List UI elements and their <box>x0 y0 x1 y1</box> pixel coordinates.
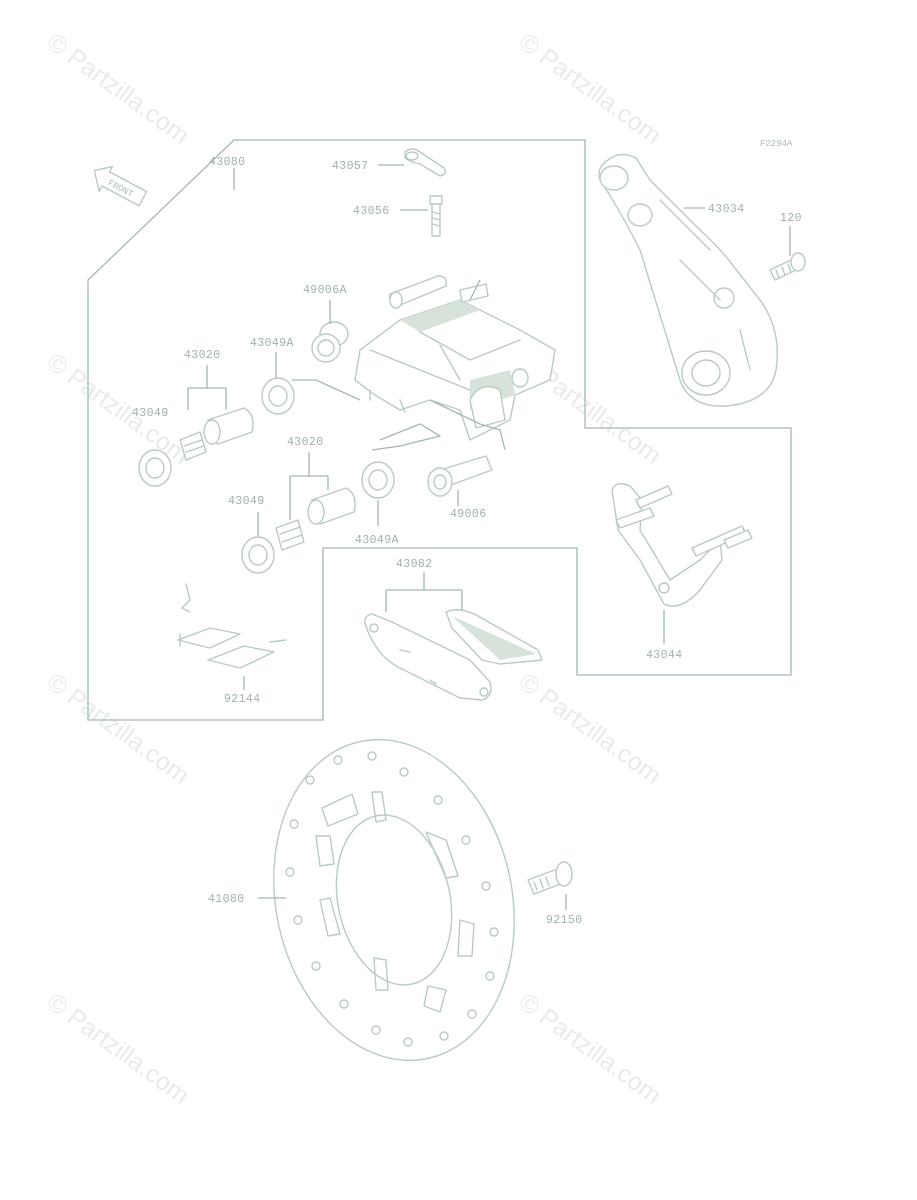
callout-120: 120 <box>780 212 802 225</box>
pad-holder <box>611 483 753 607</box>
callout-43080: 43080 <box>209 156 246 169</box>
callout-43056: 43056 <box>353 205 390 218</box>
seal-43049-lower <box>241 536 275 574</box>
callout-43057: 43057 <box>332 160 369 173</box>
piston-insert-lower <box>275 519 305 551</box>
callout-43082: 43082 <box>396 558 433 571</box>
piston-43020-lower <box>307 487 356 525</box>
bolt-120 <box>769 252 806 281</box>
callout-92144: 92144 <box>224 693 261 706</box>
spring-plate <box>177 583 287 669</box>
pad-set <box>364 609 543 701</box>
figure-code: F2294A <box>760 139 793 149</box>
boot-49006a <box>311 321 349 363</box>
boot-49006 <box>427 455 493 497</box>
callout-43049a-lower: 43049A <box>355 534 399 547</box>
piston-43020-upper <box>203 407 254 445</box>
callout-41080: 41080 <box>208 893 245 906</box>
callout-43044: 43044 <box>646 649 683 662</box>
assembly-outline <box>87 139 792 721</box>
caliper-body <box>354 275 556 441</box>
leader-lines <box>187 164 791 910</box>
callout-49006: 49006 <box>450 508 487 521</box>
brake-disc <box>273 738 515 1062</box>
callout-43034: 43034 <box>708 203 745 216</box>
bleed-cap <box>404 148 447 177</box>
seal-43049-left <box>138 449 172 487</box>
callout-43020-upper: 43020 <box>184 349 221 362</box>
caliper-bracket <box>598 153 778 407</box>
callout-43049-lower: 43049 <box>228 495 265 508</box>
piston-insert-upper <box>179 431 207 461</box>
front-direction-arrow-icon: FRONT <box>93 165 148 207</box>
callout-92150: 92150 <box>546 914 583 927</box>
callout-43049-left: 43049 <box>132 407 169 420</box>
seal-43049a-lower <box>361 461 395 499</box>
seal-43049a-upper <box>261 377 295 415</box>
disc-bolt <box>527 861 573 895</box>
callout-43049a-upper: 43049A <box>250 337 294 350</box>
callout-43020-lower: 43020 <box>287 436 324 449</box>
callout-49006a: 49006A <box>303 284 347 297</box>
bleed-valve <box>429 195 443 237</box>
